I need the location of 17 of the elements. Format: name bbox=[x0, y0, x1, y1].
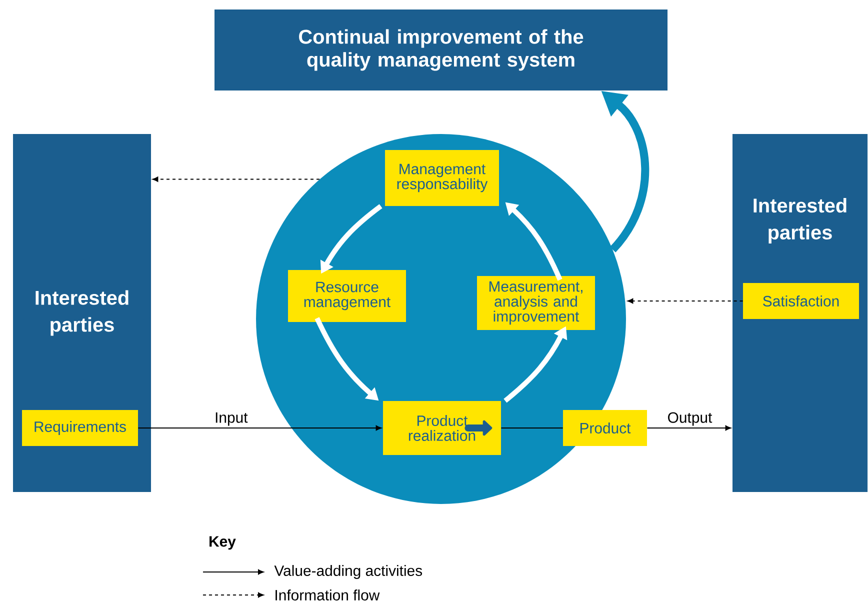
dashed-arrow bbox=[152, 176, 320, 182]
label-box: Satisfaction bbox=[743, 283, 859, 319]
arrow bbox=[138, 425, 382, 431]
label-box: Product bbox=[563, 410, 647, 446]
dashed-arrow bbox=[628, 298, 744, 304]
edge-label: Input bbox=[214, 411, 249, 427]
process-box: Management responsability bbox=[385, 150, 499, 206]
process-box: Measurement, analysis and improvement bbox=[477, 276, 595, 330]
edge-label: Output bbox=[666, 411, 714, 427]
key-heading: Key bbox=[210, 536, 236, 550]
arrow bbox=[646, 425, 731, 431]
process-box: Resource management bbox=[288, 270, 406, 322]
label-box: Requirements bbox=[22, 410, 138, 446]
legend-text: Information flow bbox=[276, 590, 380, 600]
banner-box: Continual improvement of the quality management system bbox=[214, 10, 668, 90]
legend-text: Value-adding activities bbox=[274, 565, 422, 579]
process-box: Product realization bbox=[383, 401, 501, 455]
